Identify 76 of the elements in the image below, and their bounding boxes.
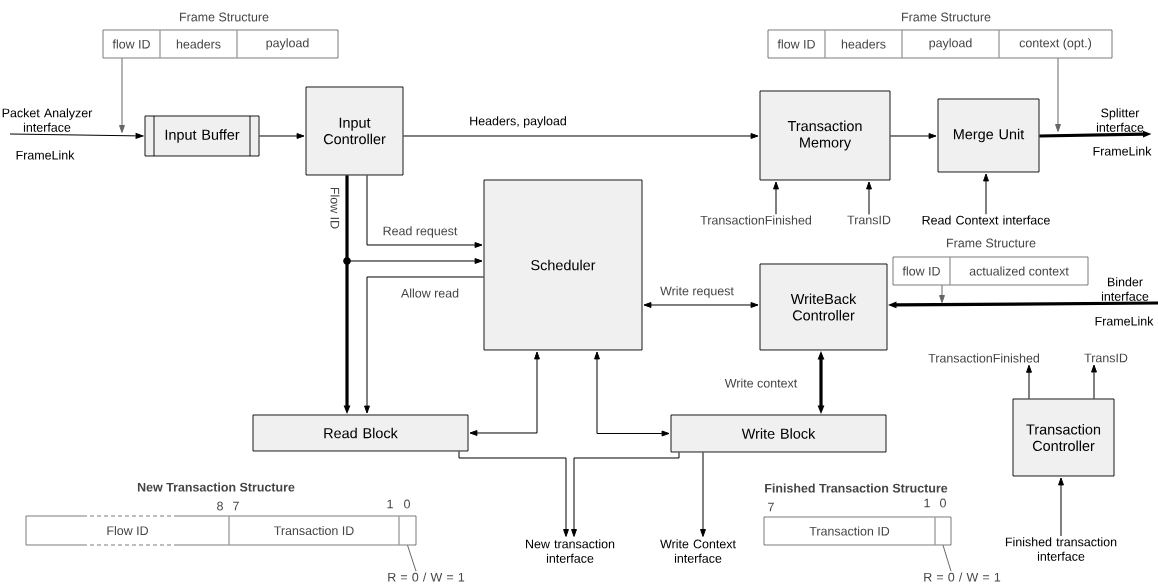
interface-label: FrameLink <box>1093 146 1152 156</box>
edge-label: Headers, payload <box>467 114 569 130</box>
table-title: Frame Structure <box>902 12 991 22</box>
arrow <box>458 450 569 537</box>
bit-number: 0 <box>404 499 410 509</box>
edge-label: Flow ID <box>328 185 342 231</box>
arrow <box>119 57 125 133</box>
arrow <box>364 276 485 414</box>
arrow <box>346 174 483 264</box>
interface-label: Packet Analyzer interface <box>2 108 93 132</box>
table-cell: Transaction ID <box>809 526 890 536</box>
table-cell: payload <box>236 30 309 58</box>
table-title: Frame Structure <box>180 12 269 22</box>
bit-number: 1 <box>387 499 393 509</box>
table-title: Finished Transaction Structure <box>765 483 948 493</box>
arrow <box>866 181 872 215</box>
signal-label: TransactionFinished <box>700 215 811 225</box>
signal-label: Write Context interface <box>660 539 736 563</box>
process-box: WriteBack Controller <box>759 263 888 351</box>
process-box: Input Controller <box>305 86 404 176</box>
table-cell: headers <box>824 30 886 58</box>
arrow <box>9 132 144 139</box>
process-box: Scheduler <box>483 179 643 351</box>
table-cell: Flow ID <box>107 525 148 536</box>
arrow <box>1058 477 1064 537</box>
edge-label: Write context <box>723 376 799 390</box>
arrow <box>1091 364 1097 400</box>
arrow <box>258 133 305 139</box>
arrow <box>939 284 945 303</box>
signal-label: Finished transaction interface <box>1005 537 1117 561</box>
bit-number: 8 <box>217 501 223 511</box>
signal-label: TransactionFinished <box>928 353 1039 363</box>
buffer-box: Input Buffer <box>144 115 260 157</box>
interface-label: FrameLink <box>16 150 75 160</box>
edge-label: Write request <box>658 284 736 300</box>
table-cell: flow ID <box>902 266 940 276</box>
table-title: New Transaction Structure <box>137 482 295 492</box>
arrow <box>773 181 779 215</box>
bit-number: 7 <box>768 502 774 512</box>
process-box: Merge Unit <box>937 98 1040 173</box>
arrow <box>983 173 989 215</box>
table-cell: context (opt.) <box>998 30 1092 58</box>
signal-label: TransID <box>1084 353 1128 363</box>
interface-label: Splitter interface <box>1096 108 1144 132</box>
arrow <box>1026 364 1032 400</box>
interface-label: FrameLink <box>1095 316 1154 326</box>
table-cell: headers <box>159 30 221 58</box>
bit-number: 1 <box>924 498 930 508</box>
arrow <box>469 351 540 436</box>
bit-number: 0 <box>940 498 946 508</box>
table-cell: actualized context <box>949 257 1069 285</box>
signal-label: TransID <box>847 215 891 225</box>
arrow <box>571 451 680 537</box>
edge-label: Read request <box>381 224 459 240</box>
arrow <box>366 174 483 248</box>
process-box: Transaction Memory <box>759 90 891 181</box>
arrow <box>700 451 706 537</box>
interface-label: Binder interface <box>1101 277 1149 301</box>
arrow <box>643 302 759 308</box>
signal-label: R = 0 / W = 1 <box>388 572 465 582</box>
table-cell: payload <box>901 30 972 58</box>
table-cell: flow ID <box>777 39 815 49</box>
process-box: Write Block <box>670 414 887 453</box>
table-cell: Transaction ID <box>228 516 354 545</box>
process-box: Read Block <box>252 414 469 452</box>
process-box: Transaction Controller <box>1012 398 1115 477</box>
table-title: Frame Structure <box>947 238 1036 248</box>
table-cell: flow ID <box>112 39 150 49</box>
arrow <box>1055 57 1061 132</box>
signal-label: Read Context interface <box>922 215 1050 225</box>
arrow <box>889 133 937 139</box>
arrow <box>594 351 670 437</box>
signal-label: R = 0 / W = 1 <box>924 572 1001 582</box>
edge-label: Allow read <box>399 286 461 300</box>
signal-label: New transaction interface <box>526 539 615 563</box>
arrow <box>402 133 759 139</box>
